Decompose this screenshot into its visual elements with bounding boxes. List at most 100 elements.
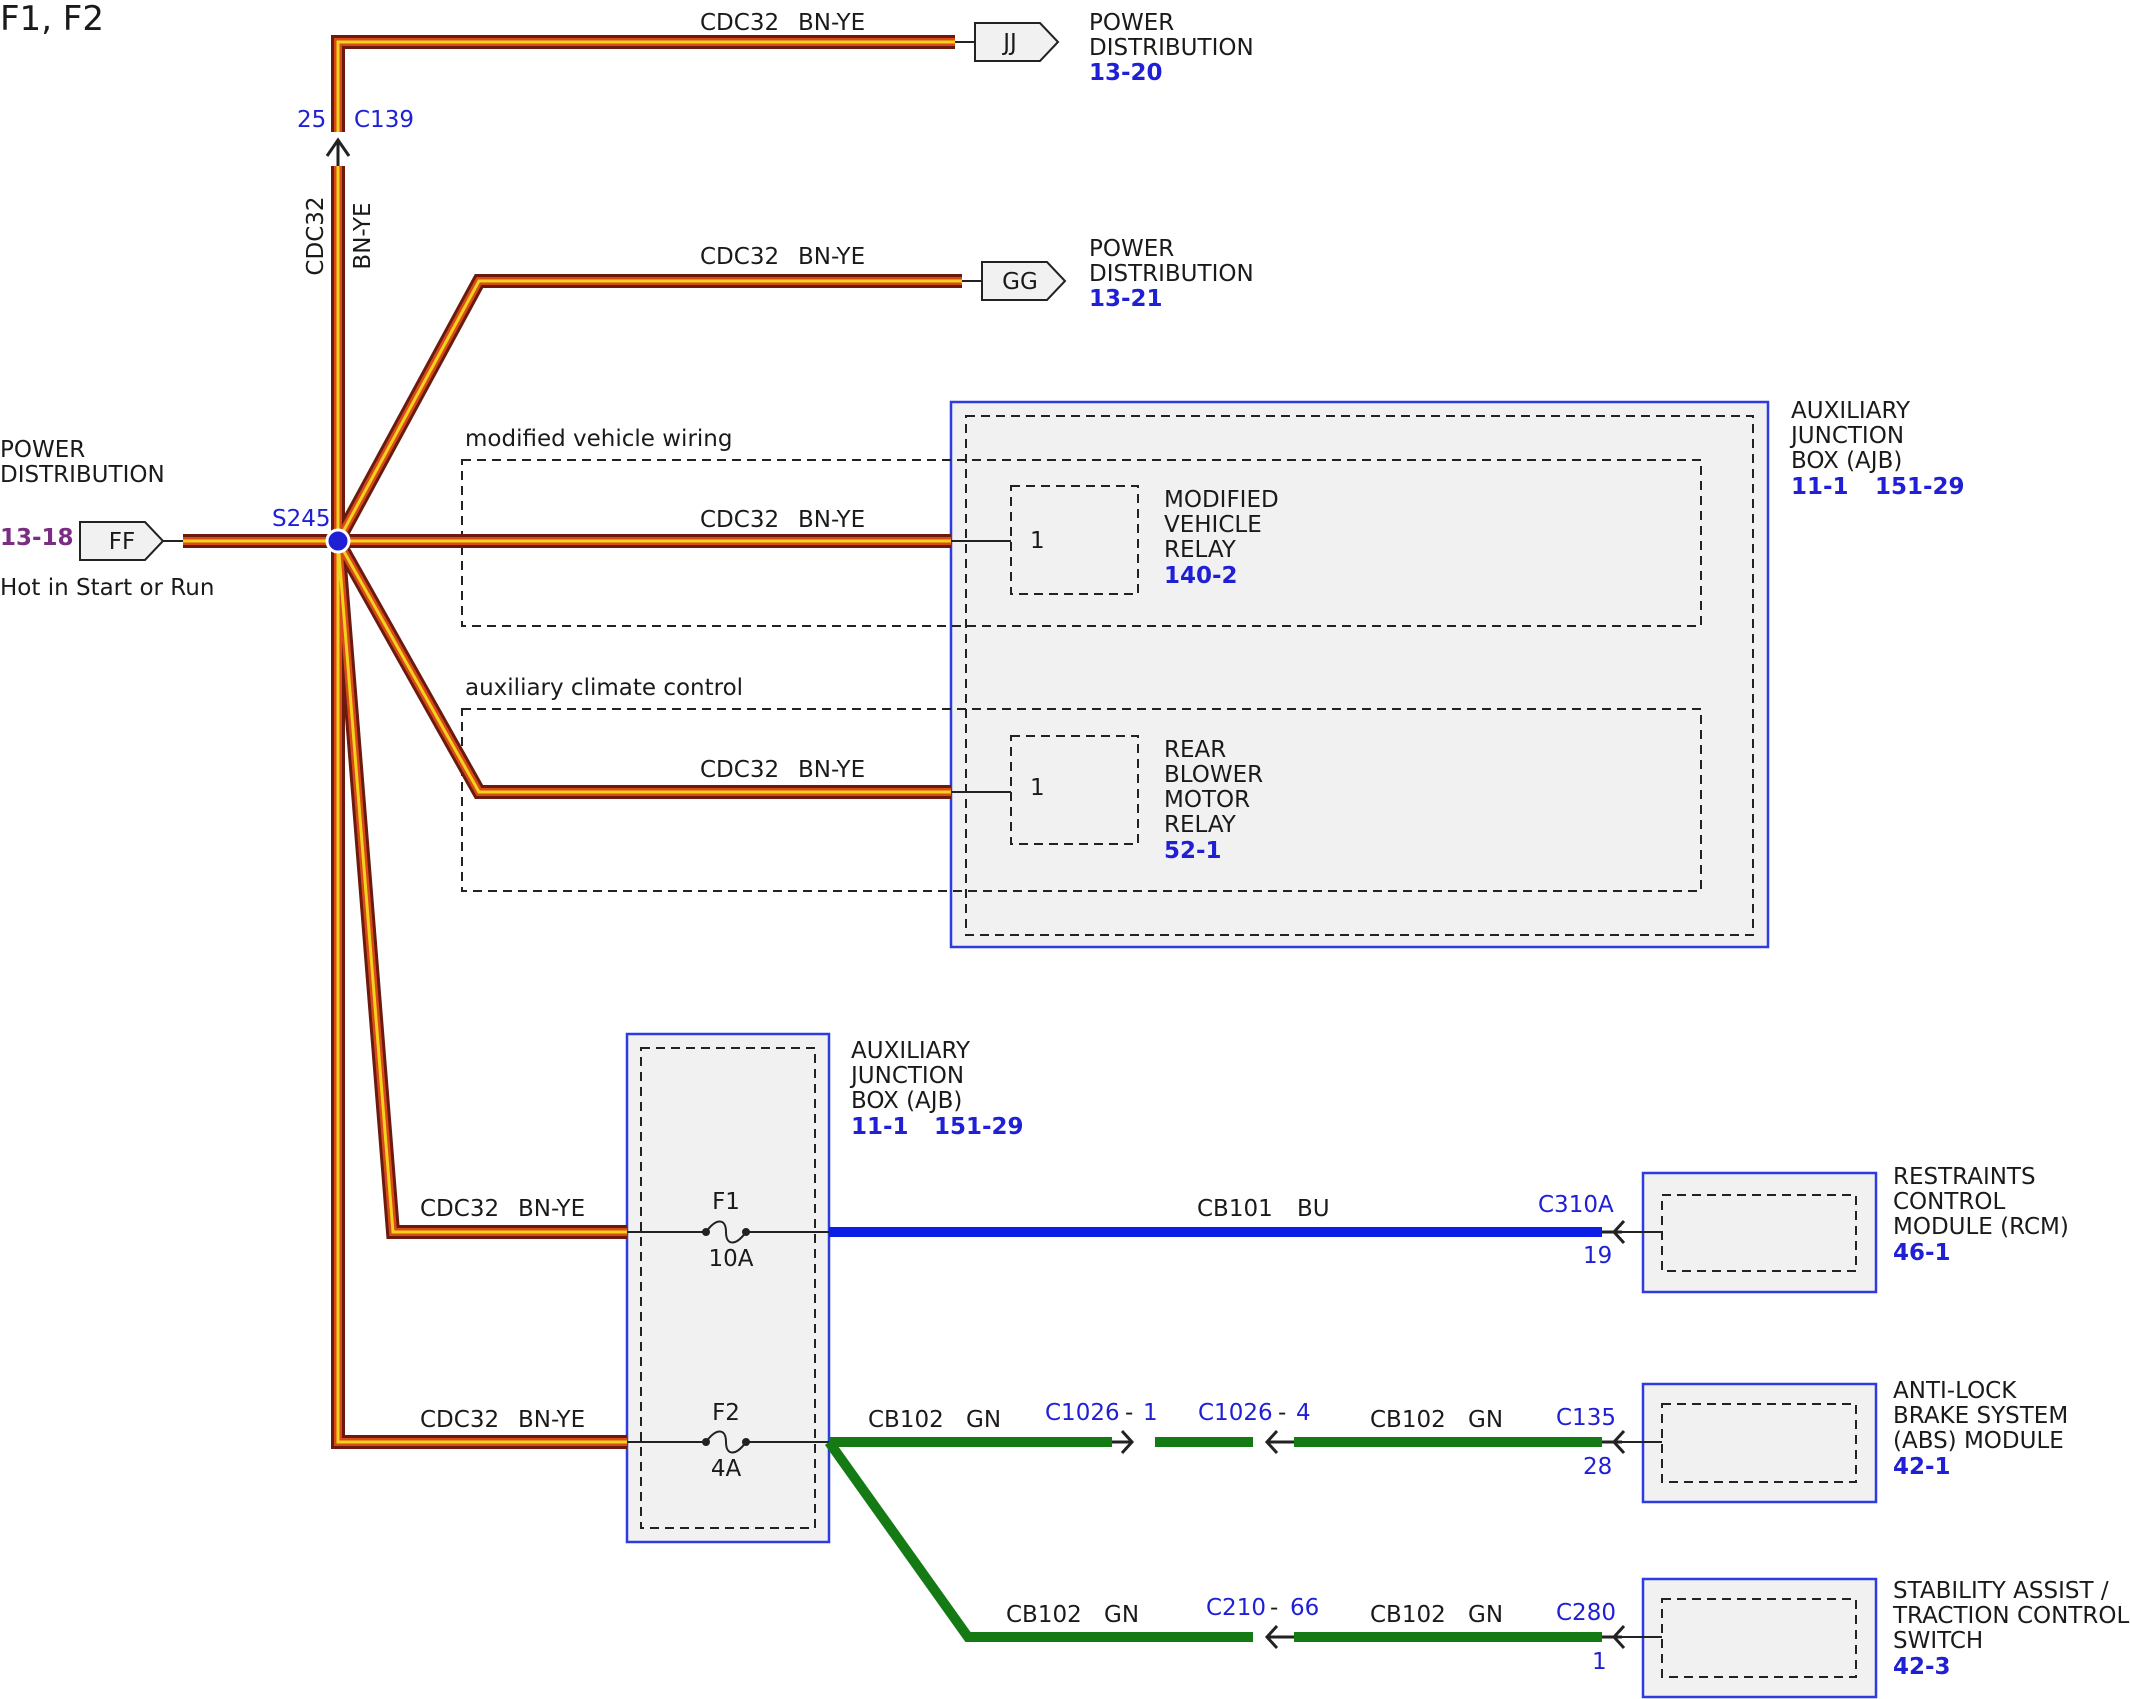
ajb-lower-inner-dashed [640, 1047, 816, 1529]
vertical-wire-color: BN-YE [350, 202, 376, 269]
wire-stab-circuit-1: CB102 [1006, 1602, 1082, 1628]
ajb-upper-inner-dashed [965, 415, 1754, 936]
wire-abs-color-1: GN [966, 1407, 1001, 1433]
c1026-4-pin: 4 [1296, 1400, 1311, 1426]
wire-rear-blower-circuit: CDC32 [700, 757, 779, 783]
stab-name-line3: SWITCH [1893, 1628, 1983, 1654]
connector-chevrons [325, 137, 1626, 1650]
fuse-f2-symbol [702, 1430, 750, 1454]
relay-rear-blower-pin: 1 [1030, 775, 1045, 801]
relay-modified-box [1010, 485, 1139, 595]
relay-modified-ref: 140-2 [1164, 563, 1238, 589]
connector-jj-label: JJ [1001, 30, 1017, 56]
wire-cb101-color: BU [1297, 1196, 1330, 1222]
fuse-f2-id: F2 [712, 1400, 740, 1426]
wire-splice-to-rear-blower [331, 537, 951, 799]
rcm-name-line1: RESTRAINTS [1893, 1164, 2036, 1190]
c210-dash: - [1270, 1595, 1278, 1621]
wire-f2-color: BN-YE [518, 1407, 585, 1433]
c1026-1-dash: - [1125, 1400, 1133, 1426]
ajb-upper-frame [949, 400, 1770, 949]
connector-jj-tag [974, 22, 1060, 62]
abs-name-line3: (ABS) MODULE [1893, 1428, 2064, 1454]
rcm-name-line3: MODULE (RCM) [1893, 1214, 2069, 1240]
diagram-title: F1, F2 [0, 0, 104, 39]
splice-s245-label: S245 [272, 506, 331, 532]
ajb-lower-ref2: 151-29 [934, 1114, 1024, 1140]
abs-name-line1: ANTI-LOCK [1893, 1378, 2017, 1404]
option-group-modified-box [461, 459, 1702, 627]
fuse-f1-id: F1 [712, 1189, 740, 1215]
connector-gg-tag [981, 261, 1067, 301]
wire-modified-color: BN-YE [798, 507, 865, 533]
source-name-line1: POWER [0, 437, 85, 463]
abs-pin-label: 28 [1583, 1454, 1612, 1480]
fuse-f2-rating: 4A [711, 1456, 742, 1482]
output-gg-name-line1: POWER [1089, 236, 1174, 262]
vertical-wire-circuit: CDC32 [303, 196, 329, 275]
fuse-f1-symbol [702, 1220, 750, 1244]
stab-pin-label: 1 [1592, 1649, 1607, 1675]
relay-rear-blower-name-line1: REAR [1164, 737, 1226, 763]
abs-ref: 42-1 [1893, 1454, 1951, 1480]
rcm-connector-label: C310A [1538, 1192, 1614, 1218]
output-jj-name-line2: DISTRIBUTION [1089, 35, 1254, 61]
ajb-upper-ref1: 11-1 [1791, 474, 1849, 500]
wire-rear-blower-color: BN-YE [798, 757, 865, 783]
stab-ref: 42-3 [1893, 1654, 1951, 1680]
stab-switch-inner [1661, 1598, 1857, 1678]
wire-stab-color-1: GN [1104, 1602, 1139, 1628]
ajb-lower-ref1: 11-1 [851, 1114, 909, 1140]
wires-bn-ye [183, 35, 962, 1449]
wire-abs-circuit-1: CB102 [868, 1407, 944, 1433]
c1026-4-dash: - [1278, 1400, 1286, 1426]
ajb-lower-frame [625, 1032, 831, 1544]
relay-modified-name-line2: VEHICLE [1164, 512, 1262, 538]
source-ref: 13-18 [0, 525, 74, 551]
wires-cb102-gn [824, 1437, 1602, 1642]
ajb-lower-name-line3: BOX (AJB) [851, 1088, 962, 1114]
stab-name-line2: TRACTION CONTROL [1892, 1603, 2129, 1629]
wire-abs-circuit-2: CB102 [1370, 1407, 1446, 1433]
wire-jj-circuit: CDC32 [700, 10, 779, 36]
ajb-upper-name-line3: BOX (AJB) [1791, 448, 1902, 474]
rcm-name-line2: CONTROL [1893, 1189, 2006, 1215]
abs-connector-label: C135 [1556, 1405, 1616, 1431]
wire-stab-color-2: GN [1468, 1602, 1503, 1628]
connector-gg-label: GG [1002, 269, 1038, 295]
wire-f2-circuit: CDC32 [420, 1407, 499, 1433]
connector-ff-label: FF [109, 529, 135, 555]
wire-cb101-circuit: CB101 [1197, 1196, 1273, 1222]
ajb-upper-name-line1: AUXILIARY [1791, 398, 1911, 424]
output-gg-ref: 13-21 [1089, 286, 1163, 312]
stab-connector-label: C280 [1556, 1600, 1616, 1626]
wire-stab-circuit-2: CB102 [1370, 1602, 1446, 1628]
c1026-4-label: C1026 [1198, 1400, 1273, 1426]
ajb-upper-name-line2: JUNCTION [1789, 423, 1904, 449]
relay-modified-name-line3: RELAY [1164, 537, 1237, 563]
c139-chevron-icon [325, 137, 351, 157]
wire-jj-color: BN-YE [798, 10, 865, 36]
wire-c139-to-jj [331, 35, 955, 132]
wire-f1-color: BN-YE [518, 1196, 585, 1222]
rcm-pin-label: 19 [1583, 1243, 1612, 1269]
abs-name-line2: BRAKE SYSTEM [1893, 1403, 2068, 1429]
fuse-f1-rating: 10A [708, 1246, 753, 1272]
output-gg-name-line2: DISTRIBUTION [1089, 261, 1254, 287]
rcm-module-frame [1641, 1171, 1878, 1294]
c210-pin: 66 [1290, 1595, 1319, 1621]
c1026-1-pin: 1 [1143, 1400, 1158, 1426]
abs-module-frame [1641, 1382, 1878, 1504]
relay-rear-blower-name-line2: BLOWER [1164, 762, 1263, 788]
source-note: Hot in Start or Run [0, 575, 214, 601]
c210-label: C210 [1206, 1595, 1266, 1621]
thin-leads [160, 41, 1662, 1638]
output-jj-ref: 13-20 [1089, 60, 1163, 86]
wire-abs-color-2: GN [1468, 1407, 1503, 1433]
c139-label: C139 [354, 107, 414, 133]
relay-rear-blower-box [1010, 735, 1139, 845]
stab-name-line1: STABILITY ASSIST / [1893, 1578, 2109, 1604]
c139-pin: 25 [297, 107, 326, 133]
option-group-climate-box [461, 708, 1702, 892]
